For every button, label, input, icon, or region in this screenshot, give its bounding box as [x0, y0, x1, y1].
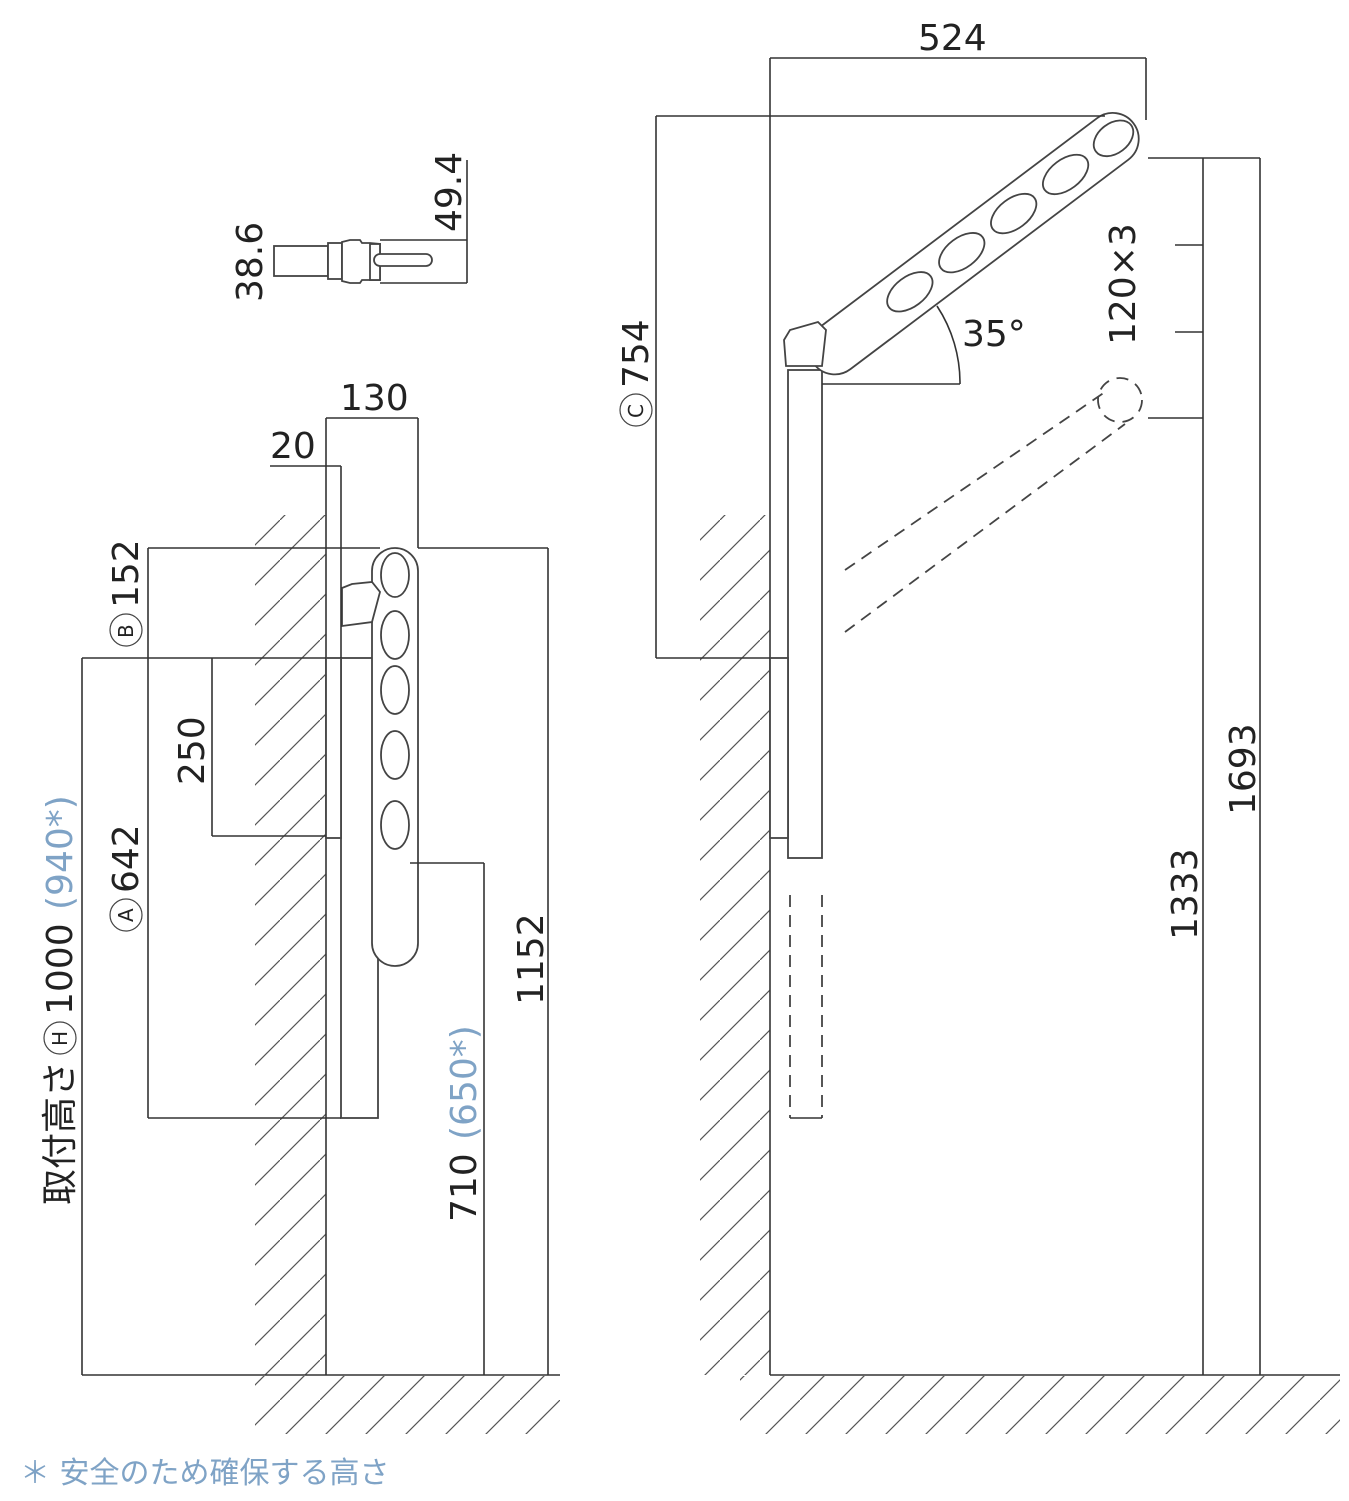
- dim-20: 20: [270, 426, 316, 467]
- dim-120x3: 120×3: [1103, 223, 1144, 345]
- dim-642: 642: [106, 824, 147, 893]
- dim-940-safe: (940*): [40, 795, 81, 910]
- dim-1152: 1152: [511, 913, 552, 1005]
- mounting-height-label: 取付高さ: [40, 1061, 81, 1205]
- mark-b: B: [114, 624, 138, 638]
- dim-650-safe: (650*): [444, 1025, 485, 1140]
- dim-250: 250: [172, 716, 213, 785]
- dim-130: 130: [340, 378, 409, 419]
- bracket-detail: 38.6 49.4: [230, 152, 470, 302]
- dim-152: 152: [106, 539, 147, 608]
- dim-524: 524: [918, 18, 987, 59]
- dim-710: 710: [444, 1153, 485, 1222]
- dim-754: 754: [616, 319, 657, 388]
- mark-c: C: [624, 404, 648, 418]
- dim-1333: 1333: [1165, 848, 1206, 940]
- wall-hatch: [700, 515, 770, 1375]
- angle-35: 35°: [962, 314, 1026, 355]
- floor-hatch: [255, 1376, 560, 1434]
- open-arm: [807, 112, 1140, 376]
- wall-hatch: [255, 515, 326, 1375]
- right-view-open: 35° 524 C 754 120×3 1333 1693: [616, 18, 1340, 1434]
- pole: [787, 369, 823, 859]
- safety-height-footnote: ＊ 安全のため確保する高さ: [20, 1456, 390, 1491]
- floor-hatch: [740, 1376, 1340, 1434]
- left-view-folded: 130 20 B 152 250 A 642 取付高さ H 1000 (940*…: [40, 378, 560, 1434]
- detail-width-label: 38.6: [230, 222, 271, 302]
- mark-h: H: [48, 1031, 72, 1046]
- dim-1000: 1000: [40, 923, 81, 1015]
- mark-a: A: [114, 908, 138, 922]
- detail-depth-label: 49.4: [429, 152, 470, 232]
- dim-1693: 1693: [1223, 723, 1264, 815]
